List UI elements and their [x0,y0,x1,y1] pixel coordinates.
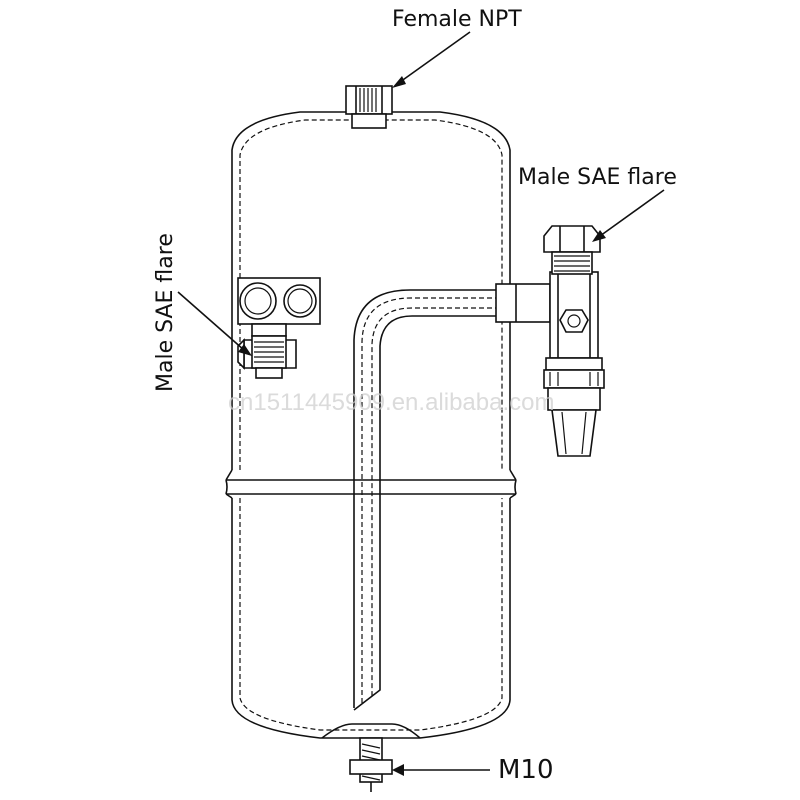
label-male-sae-flare-left: Male SAE flare [153,233,178,392]
sight-glass-fitting [237,277,321,337]
tank-body [225,111,517,739]
dip-tube [353,289,500,711]
leader-top [392,31,471,88]
watermark-text: cn1511445909.en.alibaba.com [228,389,554,416]
right-valve-assembly [495,271,605,457]
label-m10: M10 [498,755,554,785]
label-male-sae-flare-right: Male SAE flare [518,165,677,190]
leader-right [592,189,665,242]
tank-seam [225,469,517,499]
top-port-fitting [345,85,393,129]
label-female-npt: Female NPT [392,7,522,32]
leader-left [177,291,252,356]
right-flare-fitting [543,225,601,275]
left-flare-fitting [237,335,297,379]
leader-bottom [392,764,490,776]
bottom-stud [349,737,393,792]
